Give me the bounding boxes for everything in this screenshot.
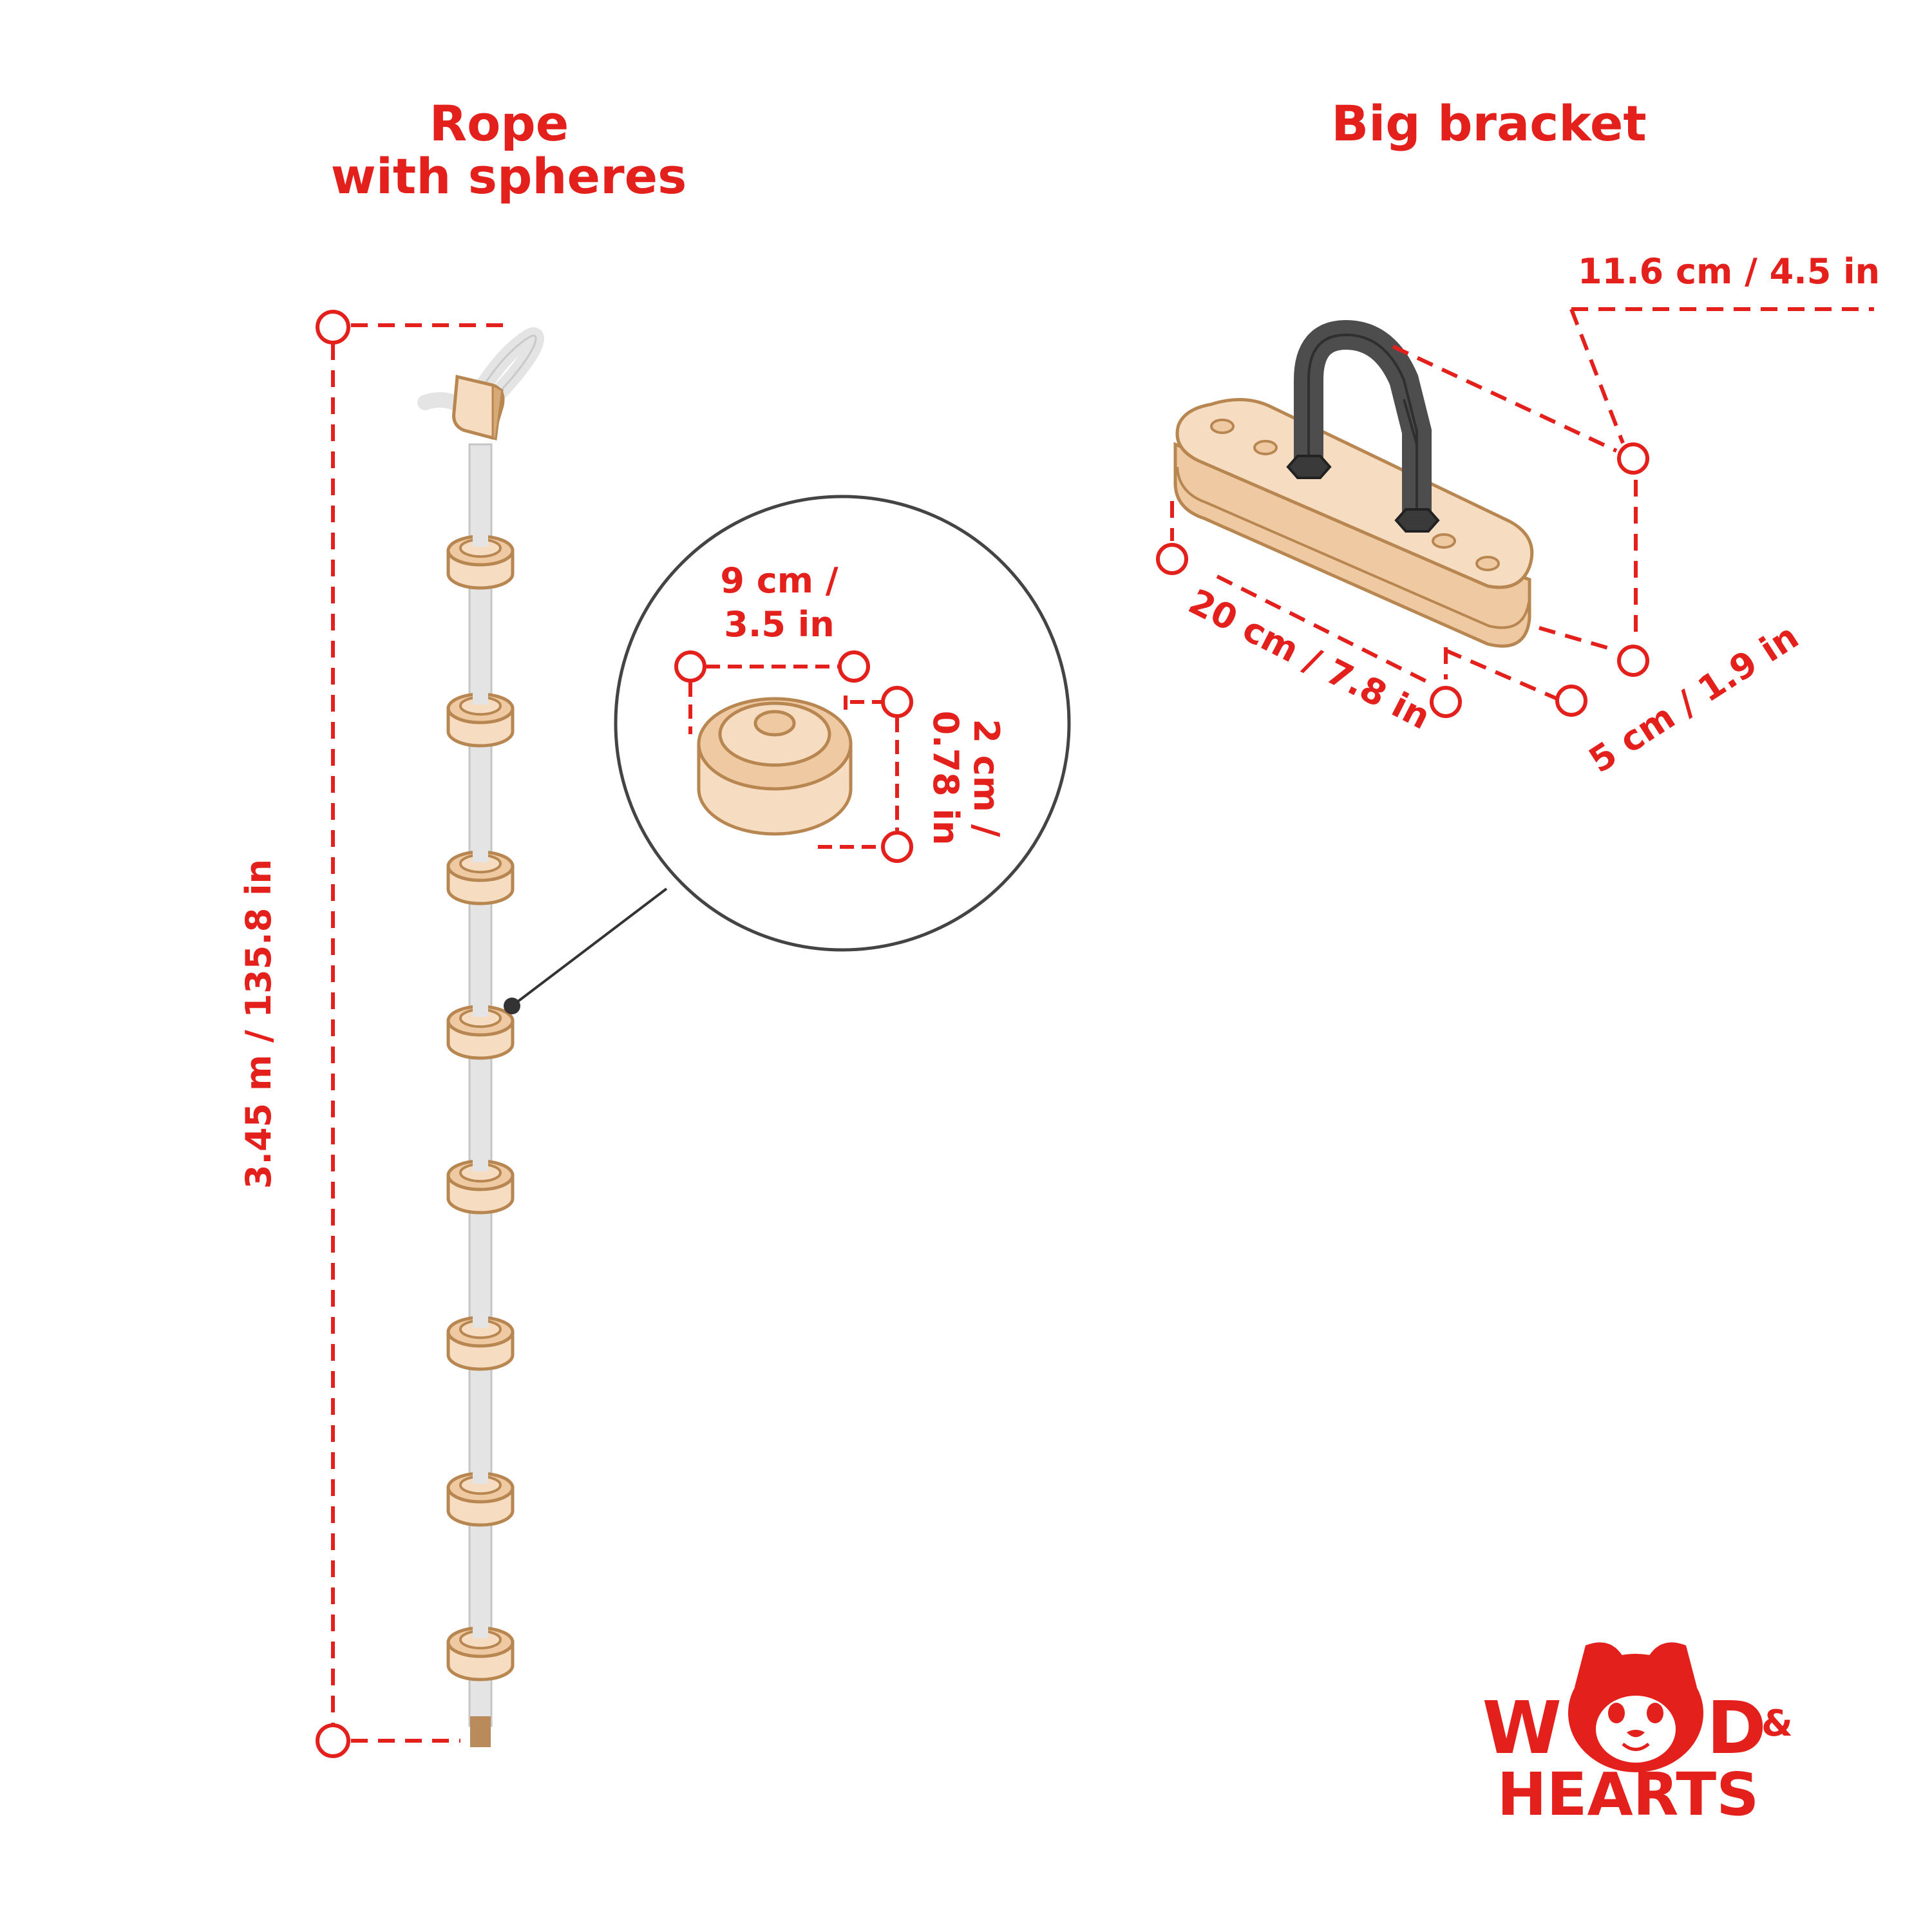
rope-sphere-4 <box>446 995 515 1060</box>
red-panda-icon <box>1568 1642 1703 1772</box>
rope-sphere-1 <box>446 525 515 590</box>
sphere-height-line1: 2 cm / <box>966 719 1007 837</box>
sphere-width-line2: 3.5 in <box>724 604 834 645</box>
rope-length-label: 3.45 m / 135.8 in <box>238 859 279 1189</box>
sphere-height-line2: 0.78 in <box>925 711 966 846</box>
rope-title-line2: with spheres <box>331 147 687 205</box>
sphere-detail-dimensions <box>688 665 899 849</box>
handle-nut-right <box>1394 508 1440 533</box>
bracket-title: Big bracket <box>1331 95 1646 152</box>
bracket-marker <box>1156 543 1188 575</box>
bracket-width-label: 5 cm / 1.9 in <box>1582 616 1805 781</box>
detail-leader-line <box>511 887 668 1007</box>
rope-sphere-8 <box>446 1616 515 1681</box>
screw-hole <box>1432 533 1456 549</box>
rope-sphere-2 <box>446 683 515 748</box>
handle-nut-left <box>1286 455 1332 479</box>
bracket-dimensions <box>1170 307 1874 701</box>
detail-marker-height-bottom <box>881 831 913 863</box>
rope-length-dimension <box>331 323 509 1743</box>
detail-marker-height-top <box>881 686 913 718</box>
rope-sphere-3 <box>446 840 515 905</box>
brand-letter-w: W <box>1482 1687 1562 1770</box>
screw-hole <box>1253 440 1278 455</box>
dimension-marker-bottom <box>316 1723 350 1758</box>
sphere-detail <box>697 697 853 836</box>
screw-hole <box>1475 556 1500 571</box>
detail-leader-dot <box>504 998 520 1014</box>
bracket-marker <box>1430 686 1462 718</box>
detail-marker-width-right <box>838 650 870 683</box>
rope-sphere-7 <box>446 1462 515 1527</box>
rope-sphere-5 <box>446 1150 515 1215</box>
big-bracket <box>1173 319 1534 648</box>
rope-cord <box>468 443 493 1727</box>
bracket-marker <box>1617 645 1649 677</box>
rope-sphere-6 <box>446 1306 515 1371</box>
brand-letter-d: D <box>1707 1687 1766 1770</box>
brand-hearts: HEARTS <box>1497 1760 1759 1829</box>
rope-end-tip <box>470 1716 491 1747</box>
detail-marker-width-left <box>674 650 706 683</box>
bracket-height-label: 11.6 cm / 4.5 in <box>1578 251 1880 292</box>
dimension-marker-top <box>316 310 350 345</box>
brand-logo: W D & HEARTS <box>1482 1642 1793 1829</box>
screw-hole <box>1210 419 1235 434</box>
brand-ampersand: & <box>1761 1703 1793 1745</box>
bracket-marker <box>1555 685 1587 717</box>
bracket-marker <box>1617 442 1649 475</box>
rope-spheres <box>446 525 515 1681</box>
sphere-width-line1: 9 cm / <box>720 560 838 601</box>
rope-title-line1: Rope <box>430 95 569 152</box>
